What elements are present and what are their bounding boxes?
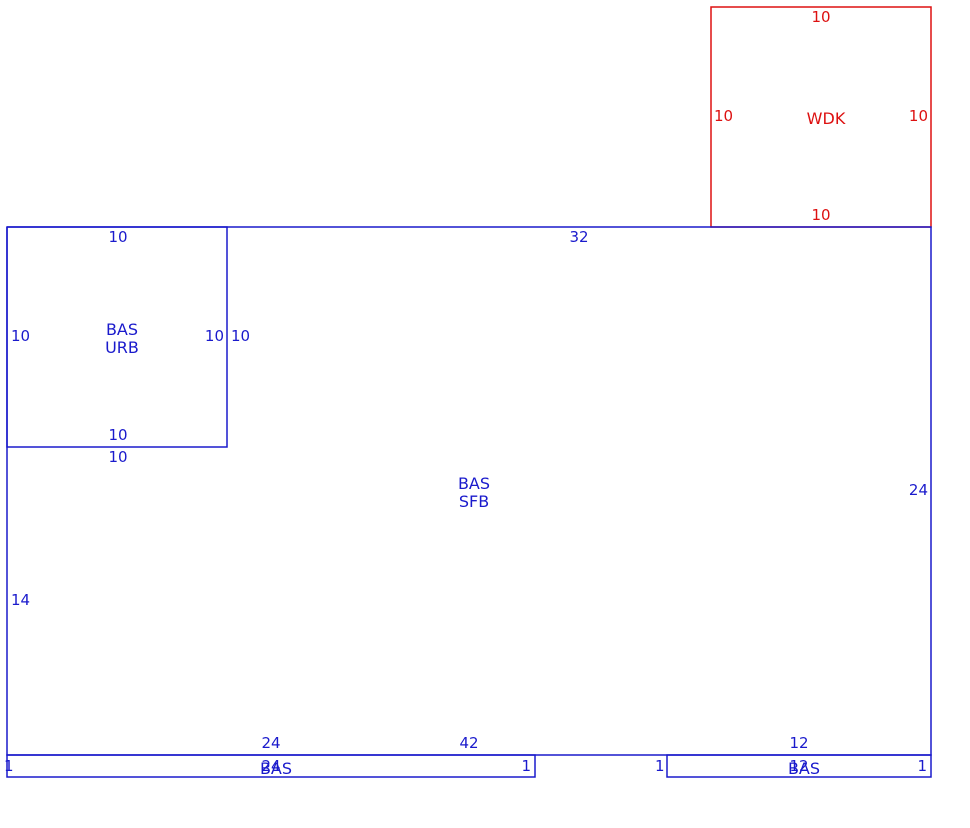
urb-top-dim: 10 bbox=[108, 228, 127, 246]
main-right-of-urb-dim: 10 bbox=[231, 327, 250, 345]
deck-left-dim: 10 bbox=[714, 107, 733, 125]
strip-left-outline bbox=[6, 754, 536, 778]
urb-code-line1: BAS bbox=[106, 320, 138, 339]
main-code-line1: BAS bbox=[458, 474, 490, 493]
main-right-dim: 24 bbox=[909, 481, 928, 499]
strip-right-length-dim: 12 bbox=[789, 757, 808, 775]
strip-right-outline bbox=[666, 754, 932, 778]
main-below-urb-dim: 10 bbox=[108, 448, 127, 466]
deck-code: WDK bbox=[807, 109, 846, 128]
strip-right-right-dim: 1 bbox=[917, 757, 927, 775]
main-bottom-right-dim: 12 bbox=[789, 734, 808, 752]
main-left-lower-dim: 14 bbox=[11, 591, 30, 609]
strip-left-length-dim: 24 bbox=[261, 757, 280, 775]
main-bottom-left-dim: 24 bbox=[261, 734, 280, 752]
main-code-line2: SFB bbox=[459, 492, 489, 511]
urb-code-line2: URB bbox=[105, 338, 139, 357]
deck-bottom-dim: 10 bbox=[811, 206, 830, 224]
strip-right-code: BAS bbox=[788, 759, 820, 778]
strip-left-right-dim: 1 bbox=[521, 757, 531, 775]
urb-right-dim: 10 bbox=[205, 327, 224, 345]
strip-left-left-dim: 1 bbox=[4, 757, 14, 775]
main-bottom-total-dim: 42 bbox=[459, 734, 478, 752]
strip-right-left-dim: 1 bbox=[655, 757, 665, 775]
deck-top-dim: 10 bbox=[811, 8, 830, 26]
main-top-dim: 32 bbox=[569, 228, 588, 246]
urb-outline bbox=[6, 226, 228, 448]
strip-left-code: BAS bbox=[260, 759, 292, 778]
urb-left-dim: 10 bbox=[11, 327, 30, 345]
deck-right-dim: 10 bbox=[909, 107, 928, 125]
urb-bottom-dim: 10 bbox=[108, 426, 127, 444]
